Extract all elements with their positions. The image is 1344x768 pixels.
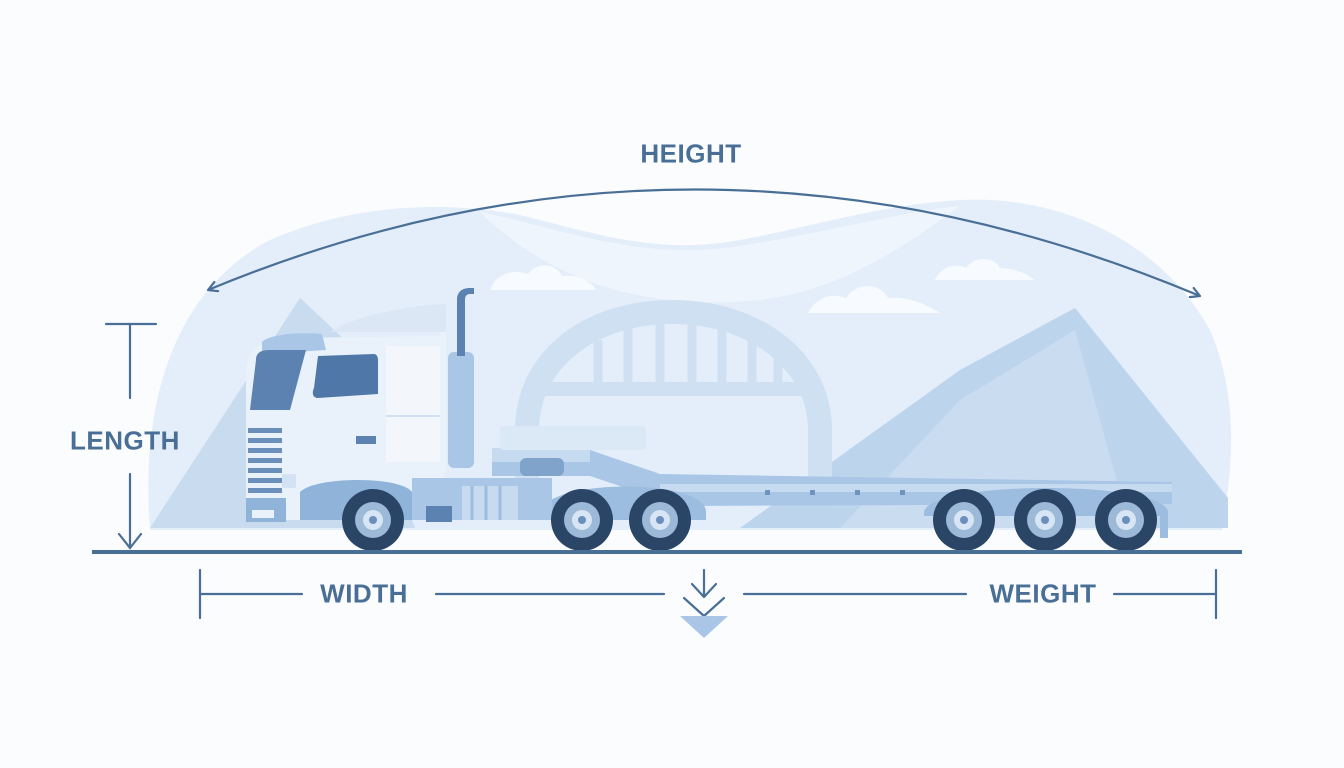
truck-grille <box>248 428 282 493</box>
length-label: LENGTH <box>70 425 180 456</box>
height-label: HEIGHT <box>640 138 742 169</box>
truck-cab <box>246 288 552 522</box>
length-dimension <box>104 322 158 550</box>
cloud-icon <box>935 259 1034 280</box>
sky-highlight <box>480 206 960 303</box>
truck-wheels <box>342 489 1157 551</box>
weight-label: WEIGHT <box>989 578 1097 609</box>
width-dimension <box>198 568 666 620</box>
weight-dimension <box>742 568 1218 620</box>
arch-bridge <box>515 300 832 500</box>
width-label: WIDTH <box>320 578 408 609</box>
height-arc-arrow <box>208 188 1200 296</box>
cloud-icon <box>808 286 940 313</box>
double-chevron-down-icon <box>680 568 728 638</box>
